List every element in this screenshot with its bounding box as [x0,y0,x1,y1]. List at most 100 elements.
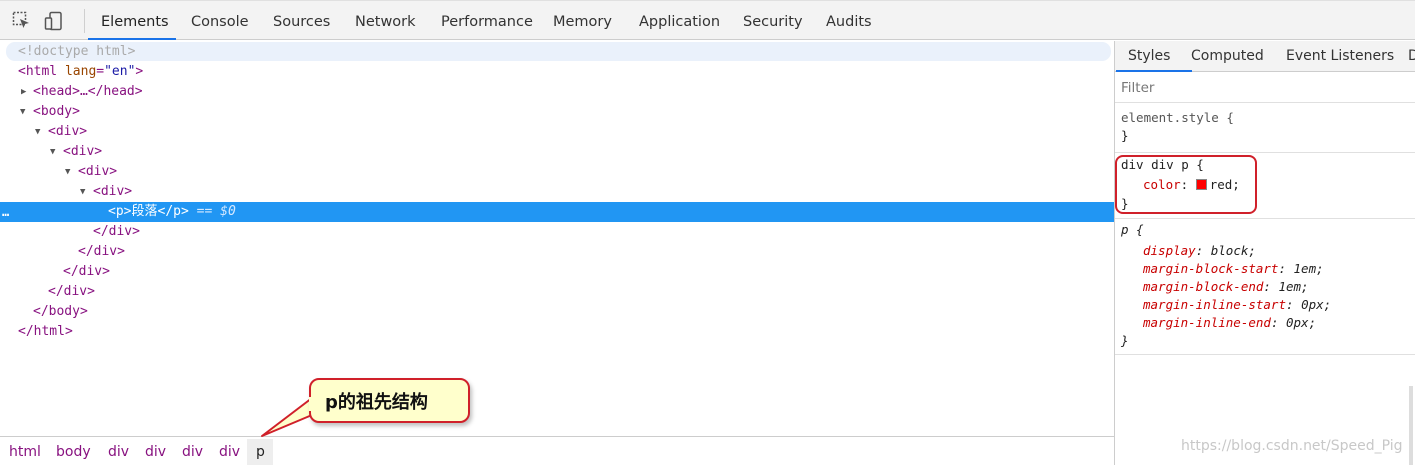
rule2-property: display [1143,243,1196,258]
breadcrumb-body[interactable]: body [56,444,91,460]
dom-node-head[interactable]: ▶ <head>…</head> [0,82,1114,102]
p-text-content: 段落 [131,204,158,219]
rule-separator [1115,152,1415,153]
rule2-declaration[interactable]: margin-inline-end: 0px; [1143,315,1317,330]
tab-computed[interactable]: Computed [1191,48,1264,64]
div-close-tag: </div> [78,244,125,259]
dom-node-div-2-close[interactable]: </div> [0,262,1114,282]
dom-node-div-4[interactable]: ▼ <div> [0,182,1114,202]
rule2-selector[interactable]: p { [1121,222,1144,237]
active-sidebar-tab-indicator [1116,70,1192,72]
selected-row-highlight [0,202,1114,222]
rule1-declaration[interactable]: color: red; [1143,176,1240,194]
div-open-tag: <div> [78,164,118,179]
rule-close-brace: } [1121,333,1129,348]
breadcrumb-html[interactable]: html [9,444,41,460]
breadcrumb-div[interactable]: div [219,444,241,460]
rule-separator [1115,354,1415,355]
doctype-text: <!doctype html> [18,44,136,59]
tab-event-listeners[interactable]: Event Listeners [1286,48,1395,64]
collapse-triangle-icon[interactable]: ▼ [65,167,71,177]
dom-node-body[interactable]: ▼ <body> [0,102,1114,122]
rule2-property: margin-inline-start [1143,297,1286,312]
collapse-triangle-icon[interactable]: ▼ [50,147,56,157]
rule-highlight-annotation [1115,155,1257,214]
selected-node-marker: == $0 [196,204,236,219]
tab-memory[interactable]: Memory [553,14,612,30]
panel-splitter[interactable] [1114,41,1115,465]
styles-filter [1115,73,1415,103]
inspect-element-icon[interactable] [12,11,32,31]
tab-network[interactable]: Network [355,14,416,30]
html-open-tag: <html [18,64,58,79]
rule2-declaration[interactable]: display: block; [1143,243,1256,258]
rule2-property: margin-inline-end [1143,315,1271,330]
tab-security[interactable]: Security [743,14,803,30]
tab-dom-breakpoints-truncated[interactable]: D [1408,48,1415,64]
annotation-callout: p的祖先结构 [309,378,470,423]
collapse-triangle-icon[interactable]: ▼ [20,107,26,117]
toolbar-separator [84,9,85,33]
breadcrumb-div[interactable]: div [108,444,130,460]
tab-styles[interactable]: Styles [1128,48,1171,64]
tab-application[interactable]: Application [639,14,721,30]
rule2-declaration[interactable]: margin-inline-start: 0px; [1143,297,1332,312]
body-close-tag: </body> [33,304,88,319]
breadcrumb-div[interactable]: div [182,444,204,460]
dom-node-div-1[interactable]: ▼ <div> [0,122,1114,142]
element-style-selector[interactable]: element.style { [1121,110,1234,125]
rule2-value: 1em; [1278,279,1309,294]
hover-row-highlight [6,42,1111,61]
pane-scrollbar[interactable] [1409,386,1413,465]
div-close-tag: </div> [93,224,140,239]
breadcrumb-p[interactable]: p [256,444,265,460]
dom-node-html-close[interactable]: </html> [0,322,1114,342]
rule2-declaration[interactable]: margin-block-start: 1em; [1143,261,1324,276]
tab-elements[interactable]: Elements [101,14,169,30]
active-crumb-background [247,439,273,465]
p-open-tag: <p> [108,204,132,219]
device-toolbar-icon[interactable] [44,11,64,31]
more-actions-ellipsis[interactable]: … [2,205,11,219]
collapse-triangle-icon[interactable]: ▼ [80,187,86,197]
div-open-tag: <div> [93,184,133,199]
breadcrumb-div[interactable]: div [145,444,167,460]
rule2-declaration[interactable]: margin-block-end: 1em; [1143,279,1309,294]
dom-node-html[interactable]: <html lang="en"> [18,64,144,79]
tab-performance[interactable]: Performance [441,14,533,30]
collapse-triangle-icon[interactable]: ▼ [35,127,41,137]
div-open-tag: <div> [63,144,103,159]
expand-triangle-icon[interactable]: ▶ [21,87,27,97]
dom-node-div-3[interactable]: ▼ <div> [0,162,1114,182]
rule2-property: margin-block-end [1143,279,1264,294]
rule1-colon: : [1180,177,1189,192]
dom-node-body-close[interactable]: </body> [0,302,1114,322]
lang-attribute: lang [64,64,97,79]
dom-node-div-3-close[interactable]: </div> [0,242,1114,262]
head-collapsed-tag: <head>…</head> [33,84,143,99]
rule2-value: 1em; [1293,261,1324,276]
dom-node-p-selected[interactable]: … <p>段落</p> == $0 [0,202,1114,222]
active-tab-indicator [88,38,176,40]
rule1-property: color [1143,177,1181,192]
rule2-value: block; [1210,243,1256,258]
dom-node-div-4-close[interactable]: </div> [0,222,1114,242]
color-swatch-icon[interactable] [1195,179,1207,190]
callout-pointer-join [309,397,317,411]
dom-node-div-1-close[interactable]: </div> [0,282,1114,302]
tab-console[interactable]: Console [191,14,249,30]
breadcrumb: html body div div div div p [0,436,1114,465]
div-close-tag: </div> [48,284,95,299]
tab-audits[interactable]: Audits [826,14,872,30]
tab-sources[interactable]: Sources [273,14,331,30]
dom-node-doctype[interactable]: <!doctype html> [0,42,1114,62]
sidebar-tabs: Styles Computed Event Listeners D [1115,41,1415,72]
div-close-tag: </div> [63,264,110,279]
styles-filter-input[interactable] [1121,77,1401,99]
dom-node-div-2[interactable]: ▼ <div> [0,142,1114,162]
rule-close-brace: } [1121,128,1129,143]
lang-value: "en" [104,64,136,79]
html-close-tag: </html> [18,324,73,339]
rule1-selector[interactable]: div div p { [1121,157,1204,172]
devtools-toolbar: Elements Console Sources Network Perform… [0,0,1415,40]
